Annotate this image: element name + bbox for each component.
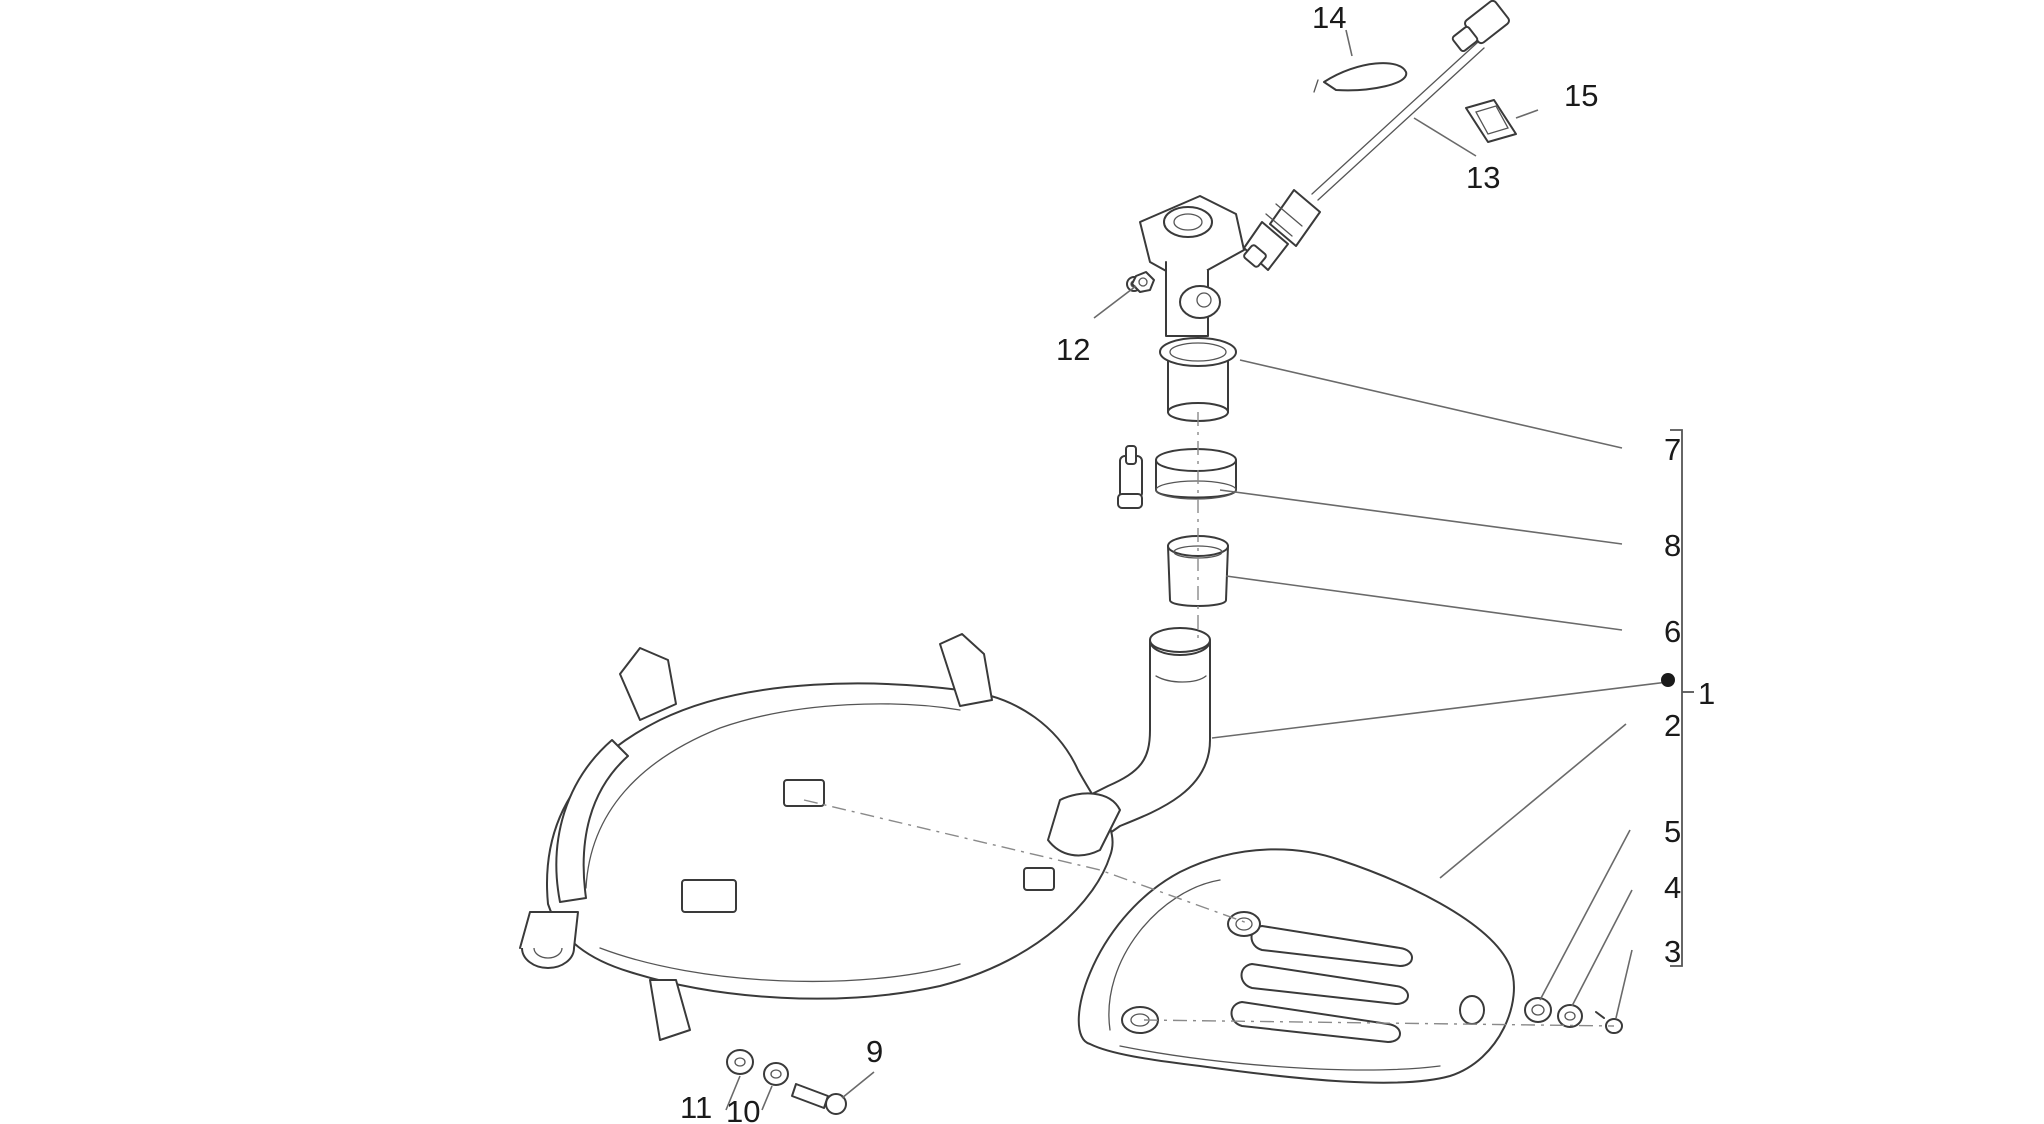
- assembly-centerlines: [803, 412, 1615, 1027]
- assembly-bracket: [1661, 429, 1694, 967]
- washer-11: [726, 1049, 754, 1075]
- exhaust-gasket-pipe: [1159, 337, 1237, 422]
- leader-lines: [725, 29, 1669, 1111]
- callout-10: 10: [726, 1094, 760, 1124]
- callout-12: 12: [1056, 332, 1090, 367]
- nut-12: [1131, 271, 1155, 293]
- callout-5: 5: [1664, 814, 1681, 849]
- callout-2: 2: [1664, 708, 1681, 743]
- cable-tie: [1313, 62, 1408, 93]
- callout-14: 14: [1312, 0, 1346, 35]
- callout-3: 3: [1664, 934, 1681, 969]
- screw-3: [1595, 1011, 1623, 1034]
- pipe-sleeve: [1167, 535, 1229, 607]
- callout-7: 7: [1664, 432, 1681, 467]
- heat-shield: [1077, 848, 1515, 1084]
- callout-9: 9: [866, 1034, 883, 1069]
- washer-4: [1557, 1004, 1583, 1028]
- callout-13: 13: [1466, 160, 1500, 195]
- callout-15: 15: [1564, 78, 1598, 113]
- grommet-clip: [1465, 99, 1517, 143]
- pipe-clamp: [1117, 445, 1237, 509]
- callout-4: 4: [1664, 870, 1681, 905]
- exhaust-flange: [1126, 195, 1245, 337]
- callout-labels: 14 15 13 12 7 8 6 1 2 5 4 3 9 11 10: [680, 0, 1715, 1124]
- callout-11: 11: [680, 1090, 712, 1124]
- lambda-sensor: [1243, 0, 1510, 271]
- callout-1: 1: [1698, 676, 1715, 711]
- lock-washer-10: [763, 1062, 789, 1086]
- screw-9: [791, 1083, 847, 1115]
- callout-6: 6: [1664, 614, 1681, 649]
- spacer-5: [1524, 997, 1552, 1023]
- group-marker-dot: [1661, 673, 1675, 687]
- muffler-assembly: [519, 627, 1211, 1041]
- callout-8: 8: [1664, 528, 1681, 563]
